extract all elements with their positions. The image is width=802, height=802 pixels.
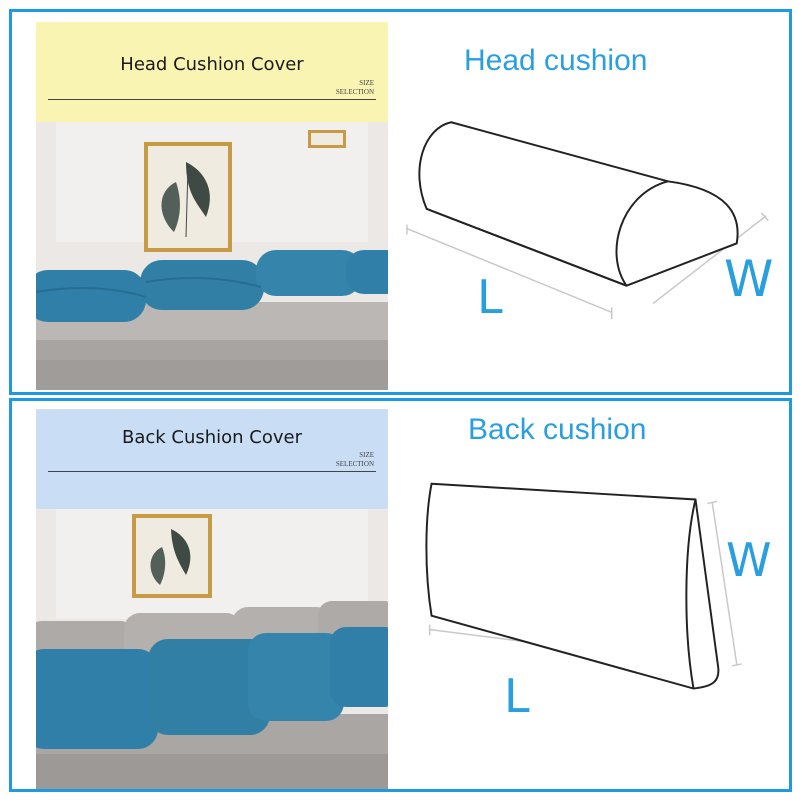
- back-diagram-title: Back cushion: [468, 413, 647, 446]
- back-size-label: SIZE: [359, 451, 374, 459]
- head-cushion-outline: [418, 121, 739, 287]
- head-cushion-1: [36, 270, 146, 322]
- back-header-divider: [48, 471, 376, 472]
- back-size-selection: SIZE SELECTION: [336, 451, 374, 469]
- wall-art-frame: [132, 514, 212, 598]
- head-size-label: SIZE: [359, 79, 374, 87]
- wall-art-frame: [144, 142, 232, 252]
- back-selection-label: SELECTION: [335, 460, 374, 468]
- back-cushion-card: Back Cushion Cover SIZE SELECTION: [36, 409, 388, 789]
- back-cushion-outline: [425, 482, 720, 690]
- head-card-title: Head Cushion Cover: [120, 54, 304, 75]
- head-width-letter: W: [724, 250, 774, 308]
- back-card-title: Back Cushion Cover: [121, 427, 303, 448]
- head-card-header: Head Cushion Cover SIZE SELECTION: [36, 22, 388, 122]
- head-diagram-title: Head cushion: [464, 44, 648, 77]
- head-cushion-2: [140, 260, 264, 310]
- head-length-letter: L: [477, 270, 503, 324]
- back-cushion-diagram: [425, 482, 742, 690]
- head-size-selection: SIZE SELECTION: [336, 79, 374, 97]
- back-cushion-photo: [36, 509, 388, 789]
- head-selection-label: SELECTION: [335, 88, 374, 96]
- back-width-letter: W: [726, 533, 772, 587]
- head-cushion-card: Head Cushion Cover SIZE SELECTION: [36, 22, 388, 390]
- back-cushion-panel: Back Cushion Cover SIZE SELECTION: [9, 398, 792, 792]
- back-cushion-2: [148, 639, 270, 735]
- head-cushion-panel: Head Cushion Cover SIZE SELECTION: [9, 9, 792, 395]
- back-length-letter: L: [504, 669, 530, 723]
- head-cushion-photo: [36, 122, 388, 390]
- head-header-divider: [48, 99, 376, 100]
- head-cushion-diagram: [406, 121, 769, 320]
- head-cushion-3: [256, 250, 362, 296]
- back-cushion-3: [248, 633, 344, 721]
- back-cushion-1: [36, 649, 158, 749]
- back-card-header: Back Cushion Cover SIZE SELECTION: [36, 409, 388, 509]
